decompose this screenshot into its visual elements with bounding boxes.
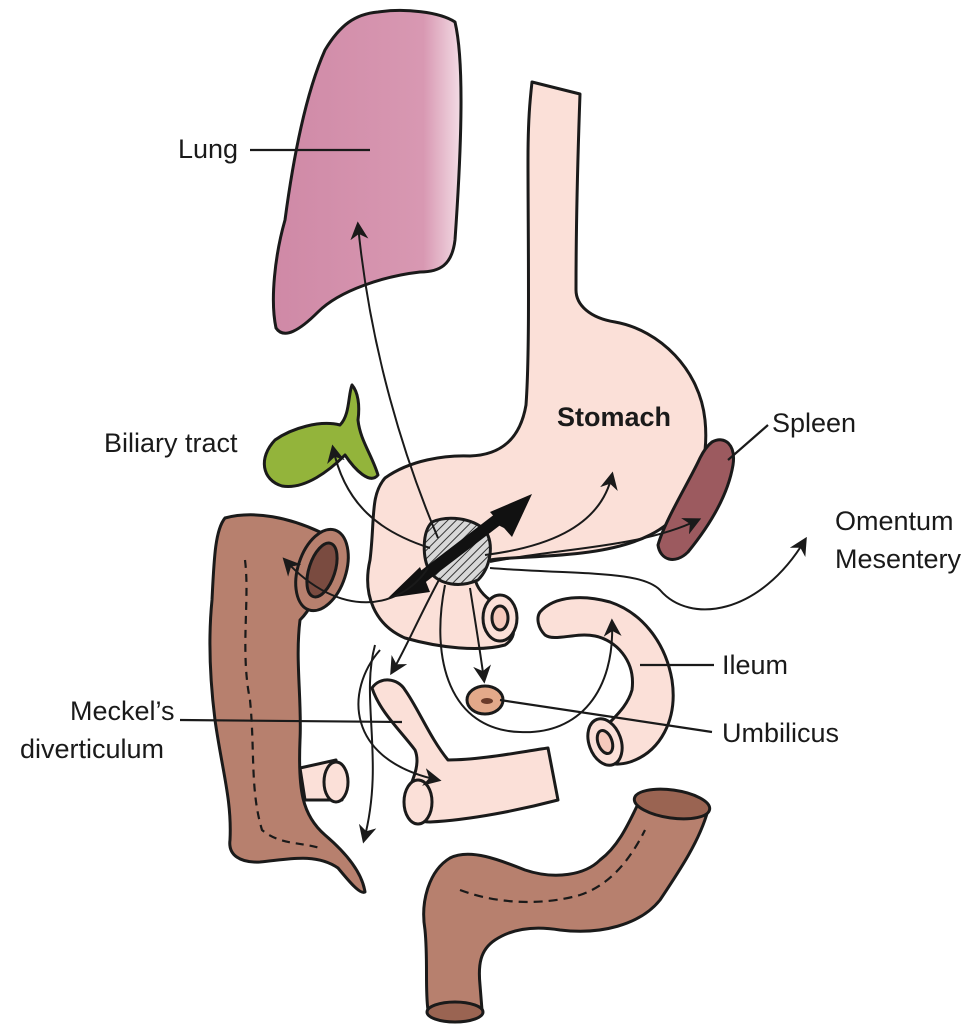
lung-shape xyxy=(273,10,461,333)
label-ileum: Ileum xyxy=(722,650,788,680)
label-meckels-line2: diverticulum xyxy=(20,734,164,764)
label-stomach: Stomach xyxy=(557,402,671,432)
duodenum-lumen xyxy=(492,606,508,630)
label-lung: Lung xyxy=(178,134,238,164)
label-biliary-tract: Biliary tract xyxy=(104,428,238,458)
sigmoid-colon-shape xyxy=(424,795,708,1017)
meckels-leader xyxy=(180,720,402,722)
gallbladder-shape xyxy=(264,385,378,487)
meckels-segment-end xyxy=(404,780,432,824)
ileal-stub-end xyxy=(324,762,348,802)
label-omentum: Omentum xyxy=(835,506,954,536)
meckels-diverticulum-shape xyxy=(372,680,558,822)
label-mesentery: Mesentery xyxy=(835,544,962,574)
umbilicus-center xyxy=(481,698,493,704)
spleen-leader xyxy=(728,425,768,460)
sigmoid-lower-end xyxy=(427,1002,483,1022)
label-spleen: Spleen xyxy=(772,408,856,438)
label-meckels-line1: Meckel’s xyxy=(70,696,175,726)
label-umbilicus: Umbilicus xyxy=(722,718,839,748)
